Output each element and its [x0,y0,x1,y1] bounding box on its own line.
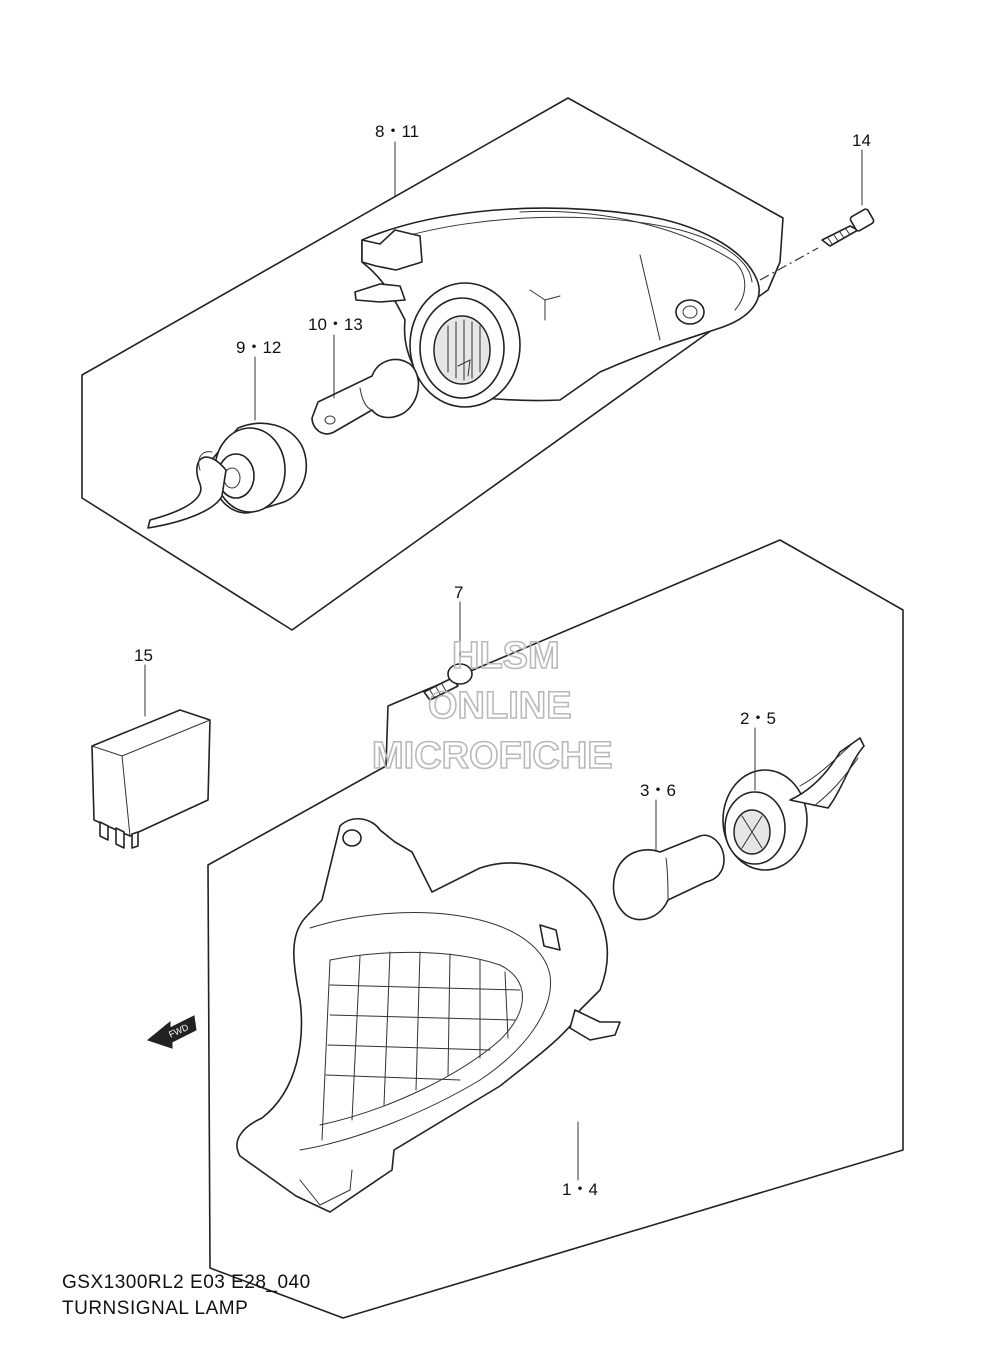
diagram-section-title: TURNSIGNAL LAMP [62,1298,249,1319]
bulb-10-13 [311,358,420,435]
watermark-line2: ONLINE [428,685,572,727]
watermark-line3: MICROFICHE [372,735,613,777]
lower-assembly-frame [207,539,904,1319]
socket-2-5 [722,737,865,871]
callout-7: 7 [454,583,463,602]
turn-signal-housing-upper [354,207,760,408]
lower-assembly [91,539,904,1319]
callout-1-4: 1・4 [562,1180,598,1199]
callout-2-5: 2・5 [740,709,776,728]
bulb-3-6 [612,834,725,921]
relay-15 [91,709,211,849]
socket-9-12 [147,422,308,529]
watermark: HLSM ONLINE MICROFICHE [371,634,613,778]
callout-3-6: 3・6 [640,781,676,800]
callout-14: 14 [852,131,871,150]
callout-15: 15 [134,646,153,665]
watermark-line1: HLSM [452,635,560,677]
screw-14 [821,208,875,247]
screw-14-leader [759,247,819,281]
upper-assembly-frame [81,97,784,631]
diagram-model-code: GSX1300RL2 E03 E28_040 [62,1272,311,1293]
upper-assembly [81,97,875,631]
callout-10-13: 10・13 [308,315,363,334]
turn-signal-housing-lower [236,818,621,1213]
callout-9-12: 9・12 [236,338,281,357]
callout-8-11: 8・11 [375,122,419,141]
fwd-arrow-icon [146,1015,197,1049]
